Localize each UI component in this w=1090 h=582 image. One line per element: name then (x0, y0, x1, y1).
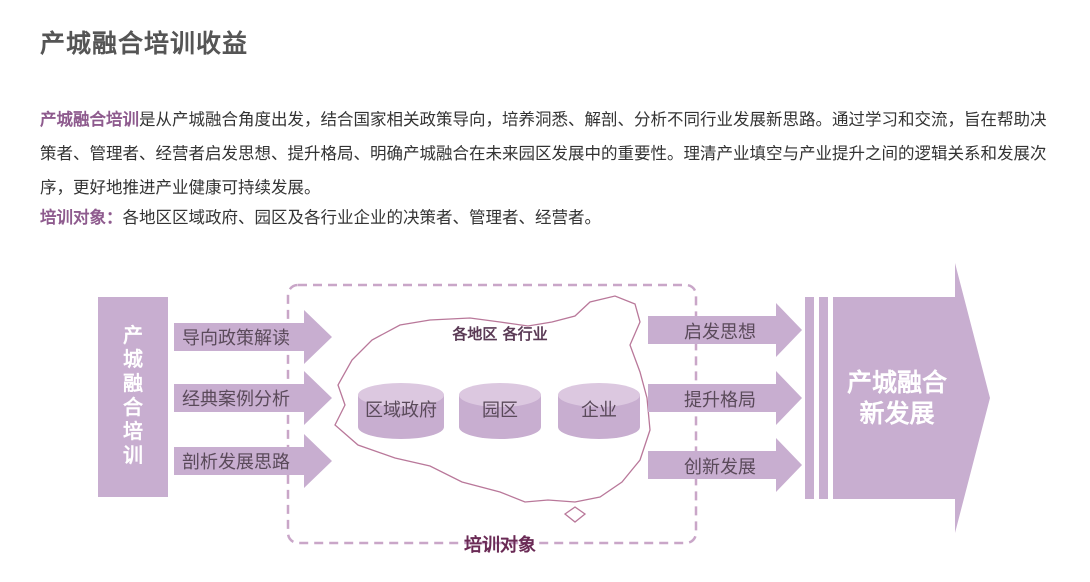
result-arrow (833, 263, 990, 533)
result-text-line2: 新发展 (859, 399, 934, 428)
left-arrow (174, 310, 332, 364)
stripe (805, 297, 814, 499)
result-text-line1: 产城融合 (847, 368, 948, 397)
right-arrow (648, 371, 802, 425)
left-arrow (174, 371, 332, 425)
cylinder-park: 园区 (459, 383, 541, 439)
left-arrow (174, 434, 332, 488)
training-target-label: 培训对象： (40, 208, 123, 227)
left-arrow-label: 导向政策解读 (182, 328, 290, 349)
intro-highlight: 产城融合培训 (40, 110, 139, 129)
left-source-bar (98, 297, 168, 497)
right-arrow (648, 438, 802, 492)
page-title: 产城融合培训收益 (40, 29, 249, 58)
cylinder-label: 园区 (482, 400, 518, 421)
cylinder-government: 区域政府 (358, 383, 444, 439)
map-label: 各地区 各行业 (451, 325, 547, 343)
right-arrow-label: 创新发展 (684, 457, 756, 478)
training-target-line: 培训对象：各地区区域政府、园区及各行业企业的决策者、管理者、经营者。 (40, 201, 1060, 235)
box-caption: 培训对象 (464, 534, 536, 556)
intro-text: 是从产城融合角度出发，结合国家相关政策导向，培养洞悉、解剖、分析不同行业发展新思… (40, 110, 1047, 197)
left-arrow-label: 经典案例分析 (182, 389, 290, 410)
left-source-char: 训 (123, 443, 143, 467)
cylinder-label: 企业 (581, 400, 617, 421)
cylinder-label: 区域政府 (365, 400, 437, 421)
right-arrow (648, 303, 802, 357)
cylinder-enterprise: 企业 (558, 383, 640, 439)
left-source-char: 培 (123, 419, 143, 443)
china-map-outline (334, 295, 651, 523)
training-target-text: 各地区区域政府、园区及各行业企业的决策者、管理者、经营者。 (122, 208, 602, 227)
right-arrow-label: 提升格局 (684, 390, 756, 411)
right-arrow-label: 启发思想 (684, 322, 756, 343)
left-arrow-label: 剖析发展思路 (182, 452, 290, 473)
left-source-char: 产 (123, 323, 143, 347)
left-source-char: 融 (123, 371, 143, 395)
left-source-char: 城 (123, 347, 143, 371)
intro-paragraph: 产城融合培训是从产城融合角度出发，结合国家相关政策导向，培养洞悉、解剖、分析不同… (40, 103, 1060, 205)
stripe (819, 297, 828, 499)
left-source-char: 合 (123, 395, 144, 419)
